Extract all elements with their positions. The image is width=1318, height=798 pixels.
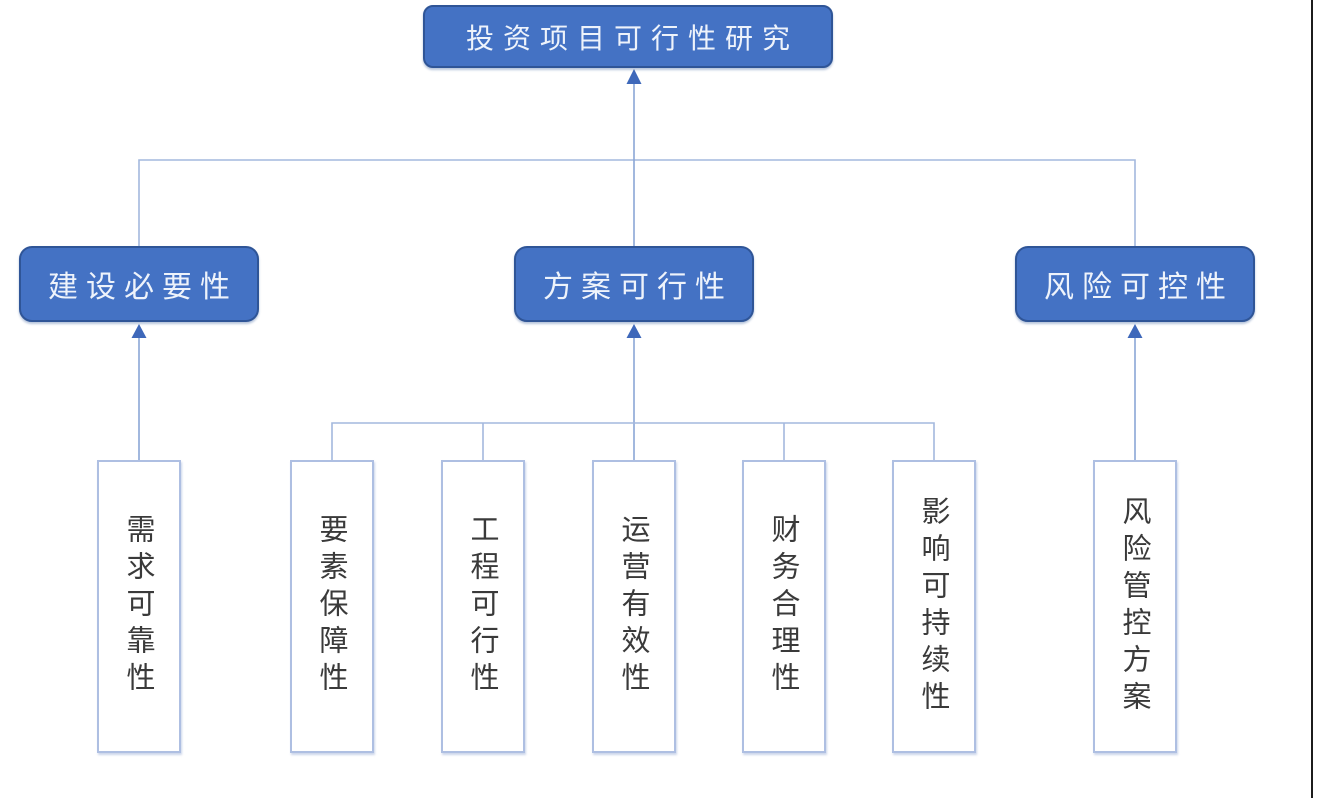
arrow-up-branch2 — [1127, 324, 1143, 338]
branch-node-plan-feasibility: 方案可行性 — [514, 246, 754, 322]
leaf-node-demand-reliability: 需求可靠性 — [97, 460, 181, 753]
branch-node-construction-necessity: 建设必要性 — [19, 246, 259, 322]
arrow-up-branch1 — [626, 324, 642, 338]
connector-level2-rail — [331, 422, 935, 460]
arrow-up-root — [626, 69, 642, 84]
branch-node-risk-controllability: 风险可控性 — [1015, 246, 1255, 322]
leaf-node-operational-effectiveness: 运营有效性 — [592, 460, 676, 753]
leaf-node-risk-control-plan: 风险管控方案 — [1093, 460, 1177, 753]
root-node: 投资项目可行性研究 — [423, 5, 833, 68]
connector-level1-rail — [138, 159, 1136, 246]
leaf-node-engineering-feasibility: 工程可行性 — [441, 460, 525, 753]
leaf-node-financial-reasonableness: 财务合理性 — [742, 460, 826, 753]
arrow-up-branch0 — [131, 324, 147, 338]
leaf-node-impact-sustainability: 影响可持续性 — [892, 460, 976, 753]
window-right-border — [1311, 0, 1313, 798]
leaf-node-factor-guarantee: 要素保障性 — [290, 460, 374, 753]
